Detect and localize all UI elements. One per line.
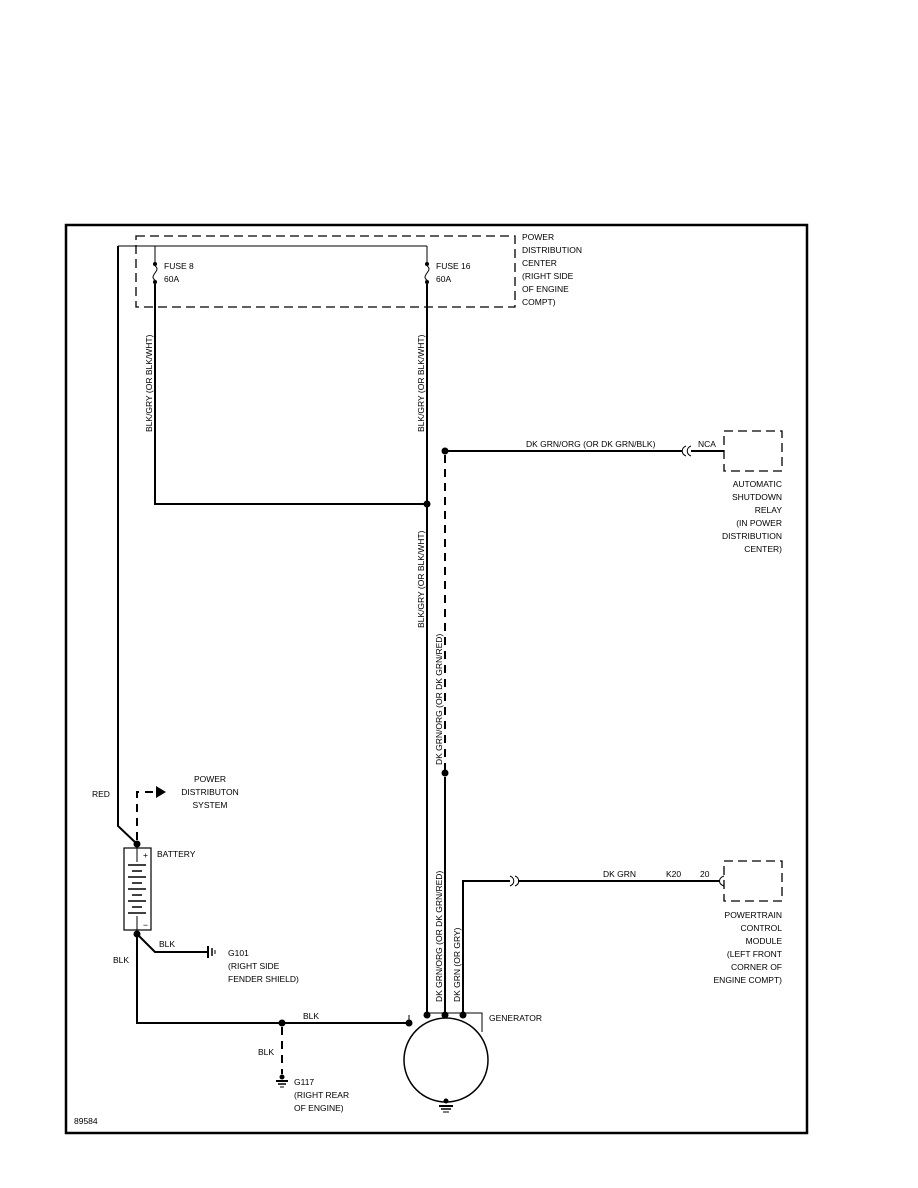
pcm-line-1: POWERTRAIN: [725, 910, 782, 920]
pcm-label: POWERTRAIN CONTROL MODULE (LEFT FRONT CO…: [714, 910, 783, 985]
pcm-pin-symbol: [719, 875, 725, 887]
asd-relay-line-1: AUTOMATIC: [733, 479, 782, 489]
dashed-wire-label: DK GRN/ORG (OR DK GRN/RED): [434, 634, 444, 765]
fuse-8: FUSE 8 60A: [152, 261, 194, 284]
pcm-wire-label: DK GRN: [603, 869, 636, 879]
pdc-label-line-3: CENTER: [522, 258, 557, 268]
power-distribution-system-label: POWER DISTRIBUTON SYSTEM: [181, 774, 238, 810]
right-vertical-wire-label-upper: BLK/GRY (OR BLK/WHT): [416, 334, 426, 432]
g101-label: G101 (RIGHT SIDE FENDER SHIELD): [228, 948, 299, 984]
pds-line-2: DISTRIBUTON: [181, 787, 238, 797]
fuse-16: FUSE 16 60A: [424, 261, 471, 284]
g101-ground-icon: [207, 946, 216, 958]
battery-minus-sign: −: [143, 920, 148, 930]
left-vertical-wire-label: BLK/GRY (OR BLK/WHT): [144, 334, 154, 432]
asd-relay-box: [723, 430, 783, 472]
right-vertical-wire-label-lower: BLK/GRY (OR BLK/WHT): [416, 530, 426, 628]
pdc-label-line-5: OF ENGINE: [522, 284, 569, 294]
diagram-frame: [64, 223, 809, 1135]
g117-line-3: OF ENGINE): [294, 1103, 344, 1113]
asd-relay-line-6: CENTER): [744, 544, 782, 554]
pdc-label-line-2: DISTRIBUTION: [522, 245, 582, 255]
generator-ground-icon: [439, 1105, 453, 1113]
fuse-8-element: [152, 265, 158, 281]
red-wire: [117, 246, 138, 845]
asd-relay-line-2: SHUTDOWN: [732, 492, 782, 502]
asd-relay-line-5: DISTRIBUTION: [722, 531, 782, 541]
pcm-connector-symbol: [509, 875, 520, 887]
pds-line-3: SYSTEM: [193, 800, 228, 810]
g117-ground-icon: [276, 1074, 288, 1088]
g101-line-1: G101: [228, 948, 249, 958]
battery-cells: [128, 864, 146, 914]
asd-relay-label: AUTOMATIC SHUTDOWN RELAY (IN POWER DISTR…: [722, 479, 782, 554]
battery-label: BATTERY: [157, 849, 196, 859]
power-distribution-system-arrow-icon: [156, 786, 166, 798]
pdc-label-line-4: (RIGHT SIDE: [522, 271, 574, 281]
asd-splice-bottom: [441, 769, 449, 777]
asd-wire-label: DK GRN/ORG (OR DK GRN/BLK): [526, 439, 656, 449]
battery-ground-wire: [136, 934, 409, 1024]
g101-line-3: FENDER SHIELD): [228, 974, 299, 984]
power-distribution-center-box: [135, 235, 516, 308]
g117-label: G117 (RIGHT REAR OF ENGINE): [294, 1077, 349, 1113]
pdc-label: POWER DISTRIBUTION CENTER (RIGHT SIDE OF…: [522, 232, 582, 307]
fuse-8-terminal-top: [153, 262, 157, 266]
g117-wire-label: BLK: [258, 1047, 274, 1057]
generator-output-terminal: [423, 1011, 431, 1019]
pcm-line-2: CONTROL: [740, 923, 782, 933]
g101-line-2: (RIGHT SIDE: [228, 961, 280, 971]
pcm-pin: 20: [700, 869, 710, 879]
fuse-8-rating: 60A: [164, 274, 179, 284]
fuse-8-terminal-bottom: [153, 280, 157, 284]
fuse-16-rating: 60A: [436, 274, 451, 284]
asd-splice-top: [441, 447, 449, 455]
g117-splice: [278, 1019, 286, 1027]
generator-label: GENERATOR: [489, 1013, 542, 1023]
g101-wire-label: BLK: [159, 939, 175, 949]
pcm-line-5: CORNER OF: [731, 962, 782, 972]
generator-field-terminal-1: [441, 1011, 449, 1019]
asd-relay-pin: NCA: [698, 439, 716, 449]
power-distribution-system-wire: [136, 791, 158, 840]
gen-left-wire-label: DK GRN/ORG (OR DK GRN/RED): [434, 871, 444, 1002]
generator-body: [403, 1017, 489, 1103]
g117-line-1: G117: [294, 1077, 314, 1087]
battery-ground-wire-label: BLK: [113, 955, 129, 965]
pcm-box: [723, 860, 783, 902]
pds-line-1: POWER: [194, 774, 226, 784]
generator-field-terminal-2: [459, 1011, 467, 1019]
fuse-16-element: [424, 265, 430, 281]
fuse-8-name: FUSE 8: [164, 261, 194, 271]
generator-field-wire-right: [462, 880, 510, 1015]
g101-ground-wire: [136, 933, 207, 953]
asd-connector-symbol: [681, 445, 692, 457]
battery: + − BATTERY: [123, 840, 196, 938]
figure-id: 89584: [74, 1116, 98, 1126]
generator: GENERATOR: [403, 1011, 542, 1113]
generator-case-ground-point: [443, 1098, 449, 1104]
fuse-16-terminal-top: [425, 262, 429, 266]
pcm-line-4: (LEFT FRONT: [727, 949, 782, 959]
battery-positive-terminal: [133, 840, 141, 848]
fuse-8-output-wire: [154, 284, 427, 505]
asd-relay-line-3: RELAY: [755, 505, 783, 515]
generator-ground-wire-label: BLK: [303, 1011, 319, 1021]
red-wire-label: RED: [92, 789, 110, 799]
battery-plus-sign: +: [143, 850, 148, 860]
asd-relay-line-4: (IN POWER: [736, 518, 782, 528]
generator-ground-terminal: [405, 1019, 413, 1027]
pdc-label-line-1: POWER: [522, 232, 554, 242]
pcm-line-3: MODULE: [746, 936, 783, 946]
fuse-16-terminal-bottom: [425, 280, 429, 284]
g117-line-2: (RIGHT REAR: [294, 1090, 349, 1100]
pdc-bus-drops: [154, 246, 428, 262]
splice-fuse-wires: [423, 500, 431, 508]
pcm-cavity: K20: [666, 869, 681, 879]
gen-right-wire-label: DK GRN (OR GRY): [452, 927, 462, 1002]
pcm-line-6: ENGINE COMPT): [714, 975, 783, 985]
fuse-16-name: FUSE 16: [436, 261, 471, 271]
pdc-label-line-6: COMPT): [522, 297, 556, 307]
